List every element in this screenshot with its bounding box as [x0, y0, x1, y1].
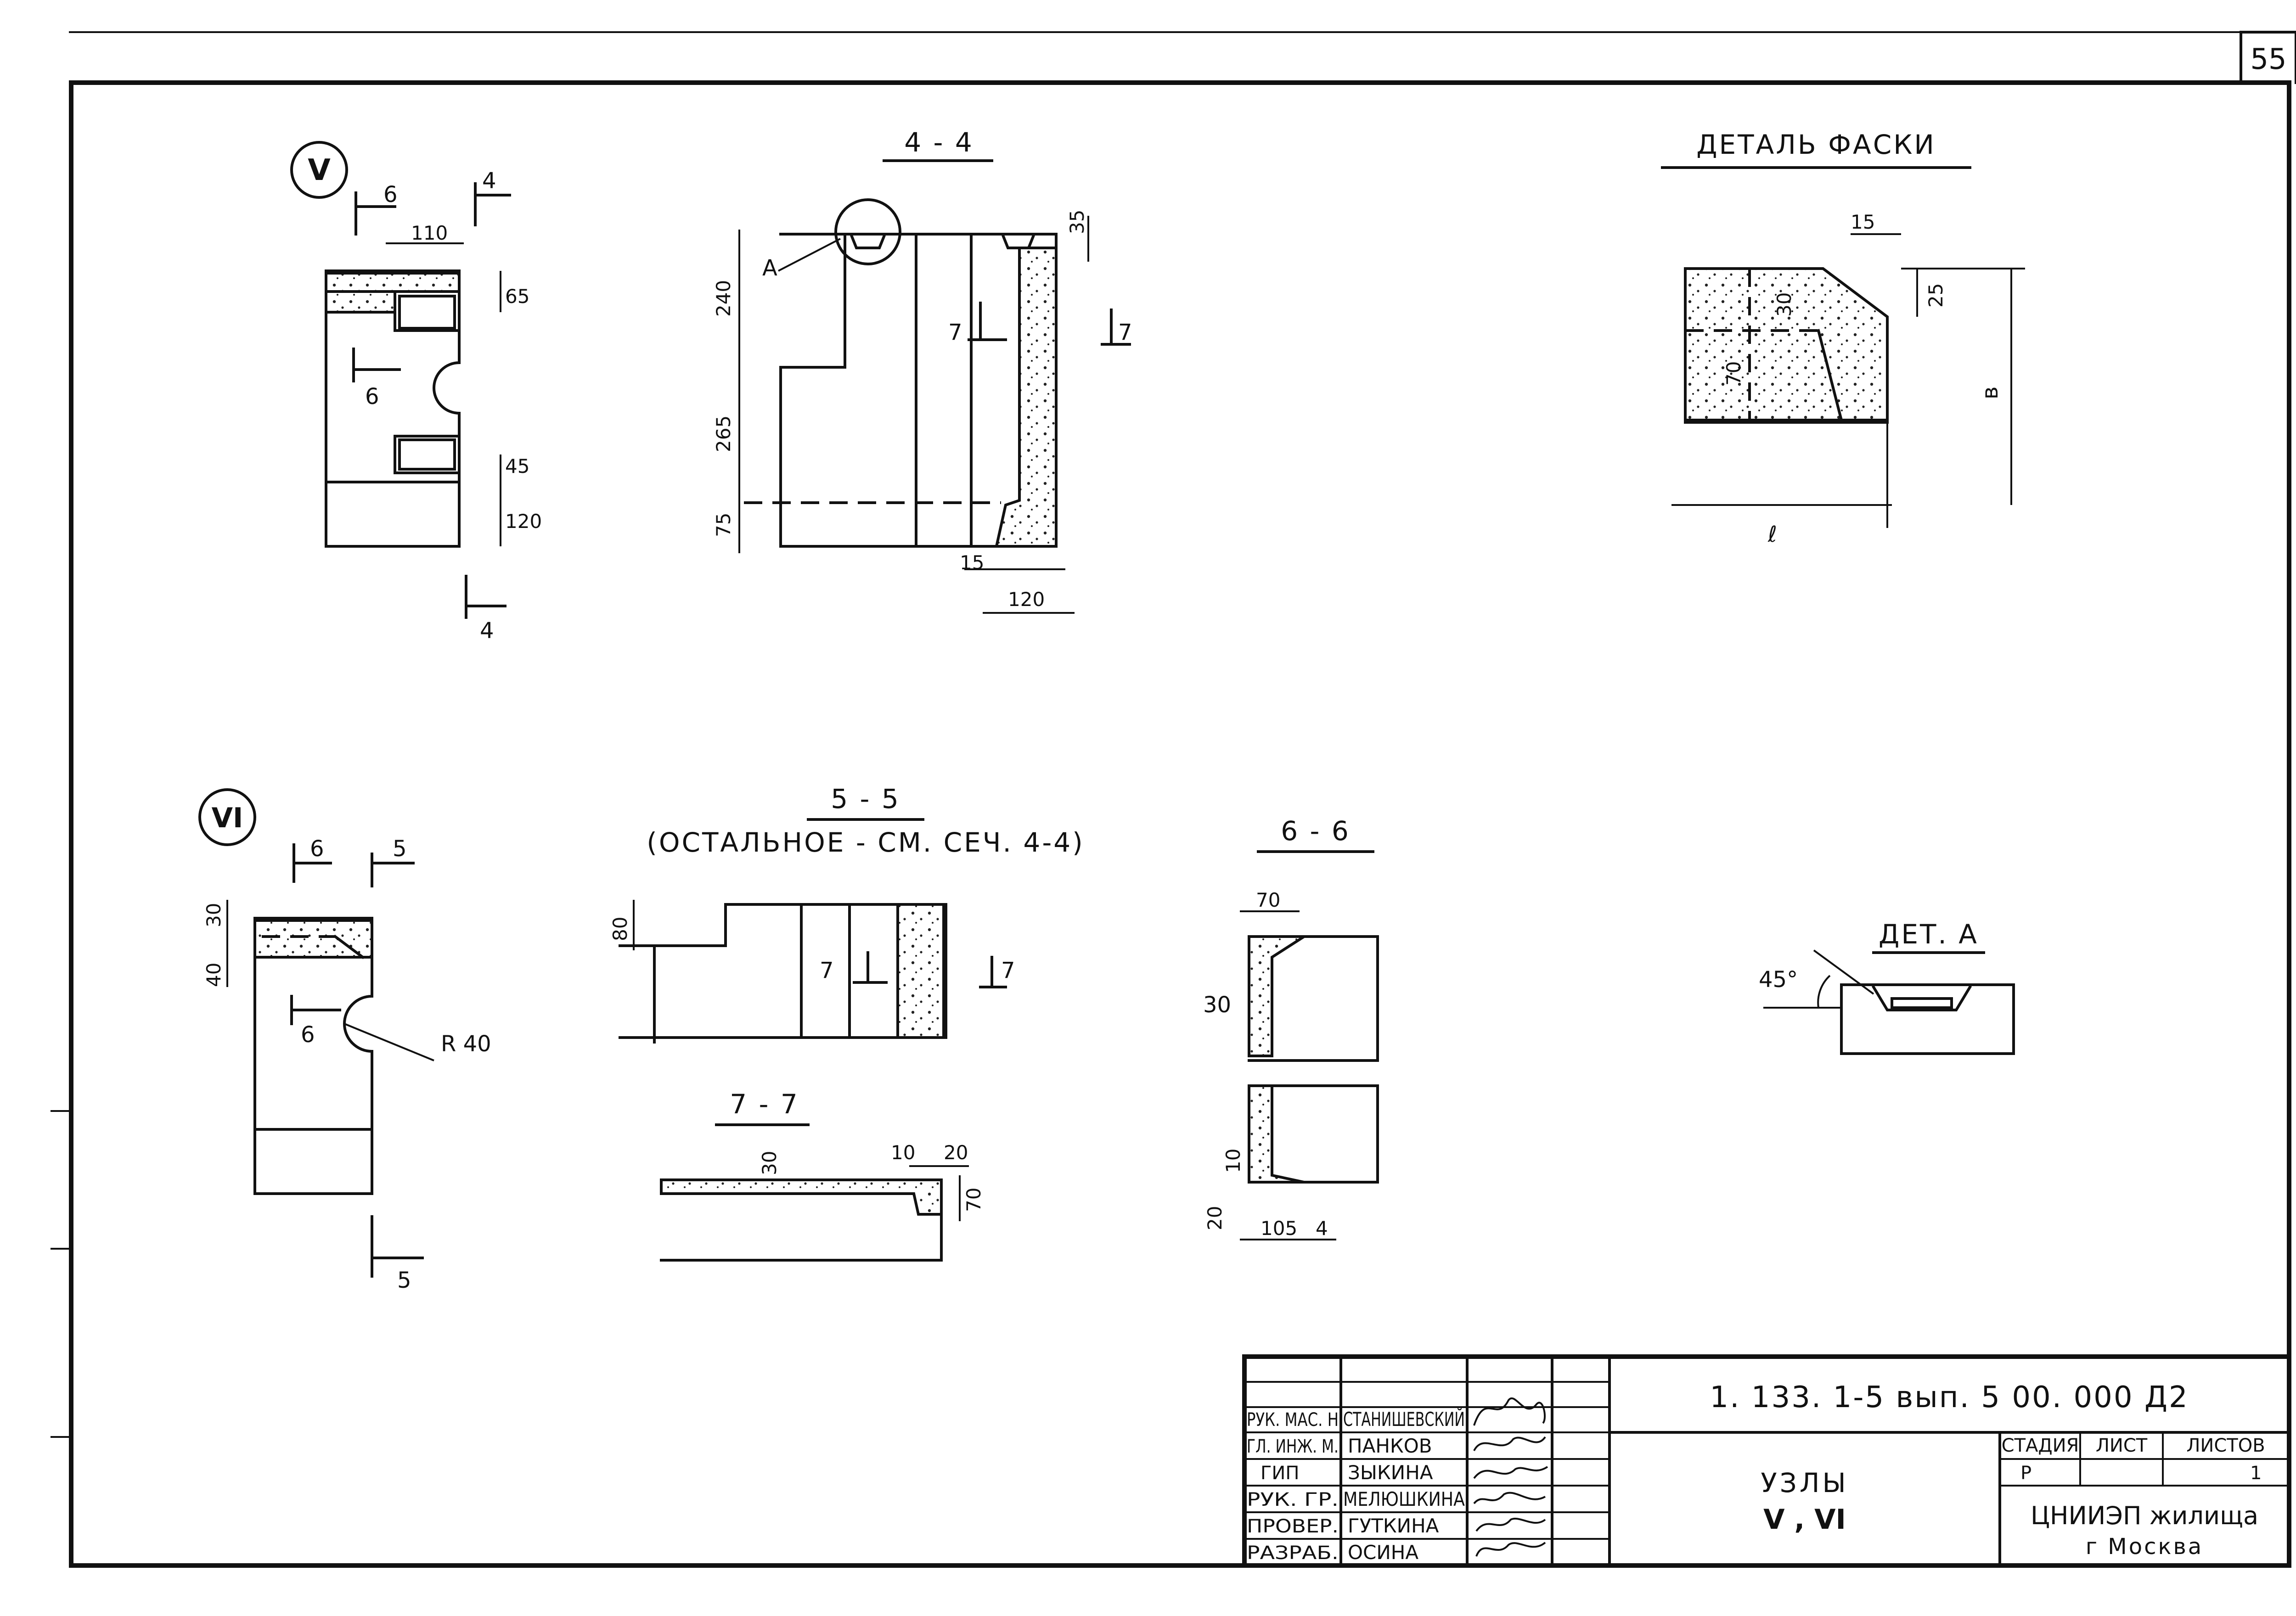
section-4-4: 4 - 4 А 7 7 240 265 75 35 15 120 [712, 127, 1132, 614]
detail-chamfer-label-l: ℓ [1767, 522, 1777, 547]
node-vi: VI 6 5 R 40 6 5 30 40 [198, 788, 491, 1293]
section-5-5-dim-80: 80 [609, 917, 631, 941]
stamp-role-4: ПРОВЕР. [1247, 1516, 1339, 1537]
stamp-name-3: МЕЛЮШКИНА [1343, 1488, 1465, 1510]
stamp-name-0: СТАНИШЕВСКИЙ [1343, 1408, 1465, 1431]
section-6-6-dim-30: 30 [1203, 992, 1231, 1018]
stamp-role-3: РУК. ГР. [1247, 1489, 1339, 1510]
detail-chamfer-dim-25: 25 [1925, 283, 1947, 308]
detail-chamfer-label-b: в [1977, 387, 2003, 399]
stamp-name-5: ОСИНА [1348, 1541, 1418, 1564]
node-vi-cut6-top: 6 [310, 836, 324, 862]
section-5-5: 5 - 5 (ОСТАЛЬНОЕ - СМ. СЕЧ. 4-4) 80 7 7 [609, 783, 1085, 1044]
stamp-role-2: ГИП [1261, 1463, 1299, 1484]
detail-a: ДЕТ. А 45° [1759, 919, 2015, 1055]
node-vi-cut5-bottom: 5 [397, 1268, 411, 1293]
node-v-dim-65: 65 [505, 285, 529, 308]
detail-chamfer-dim-15: 15 [1851, 211, 1875, 233]
title-block-stage-value: Р [2020, 1463, 2032, 1484]
node-v-marker: V [308, 153, 331, 187]
node-v: V 6 4 110 65 45 120 6 4 [290, 141, 542, 644]
section-7-7-dim-10: 10 [891, 1141, 915, 1164]
title-block-stage-header: СТАДИЯ [2002, 1435, 2079, 1456]
section-4-4-dim-75: 75 [712, 513, 735, 537]
section-5-5-title: 5 - 5 [831, 783, 900, 814]
section-5-5-subtitle: (ОСТАЛЬНОЕ - СМ. СЕЧ. 4-4) [647, 827, 1085, 858]
section-4-4-dim-240: 240 [712, 280, 735, 317]
section-4-4-callout-a: А [762, 255, 777, 281]
stamp-name-1: ПАНКОВ [1348, 1435, 1432, 1457]
section-6-6-dim-105: 105 [1261, 1217, 1297, 1240]
section-6-6-dim-10: 10 [1222, 1149, 1244, 1173]
section-5-5-cut7-left: 7 [820, 958, 834, 983]
node-vi-cut6-mid: 6 [301, 1022, 315, 1048]
node-vi-radius: R 40 [441, 1031, 491, 1057]
detail-chamfer: ДЕТАЛЬ ФАСКИ ℓ 15 25 в 30 70 [1661, 129, 2025, 547]
section-7-7: 7 - 7 30 10 20 70 [660, 1089, 985, 1262]
signature-1 [1473, 1436, 1546, 1451]
node-vi-dim-40: 40 [203, 963, 225, 987]
section-6-6: 6 - 6 70 30 10 20 105 4 [1203, 815, 1379, 1240]
detail-chamfer-title: ДЕТАЛЬ ФАСКИ [1696, 129, 1936, 160]
title-block-org-line1: ЦНИИЭП жилища [2031, 1501, 2258, 1530]
section-7-7-title: 7 - 7 [730, 1089, 799, 1120]
stamp-name-4: ГУТКИНА [1348, 1515, 1439, 1537]
node-vi-marker: VI [212, 802, 243, 834]
node-v-cut4-top: 4 [482, 168, 496, 194]
signature-0 [1473, 1397, 1546, 1426]
detail-a-title: ДЕТ. А [1879, 919, 1979, 950]
stamp-role-5: РАЗРАБ. [1247, 1543, 1339, 1564]
detail-a-angle: 45° [1759, 967, 1798, 993]
node-v-dim-110: 110 [411, 222, 448, 244]
section-4-4-cut7-right: 7 [1118, 320, 1132, 345]
section-5-5-cut7-right: 7 [1001, 958, 1015, 983]
section-6-6-dim-20: 20 [1204, 1206, 1226, 1230]
node-v-cut4-bottom: 4 [480, 618, 494, 644]
title-block-sheets-header: ЛИСТОВ [2186, 1435, 2265, 1456]
signature-2 [1473, 1466, 1548, 1479]
node-vi-dim-30: 30 [203, 903, 225, 927]
detail-chamfer-dim-70: 70 [1722, 361, 1745, 386]
title-block-org-line2: г Москва [2086, 1534, 2203, 1560]
title-block-sheet-header: ЛИСТ [2096, 1435, 2148, 1456]
section-4-4-dim-15: 15 [960, 551, 984, 574]
section-4-4-cut7-left: 7 [948, 320, 962, 345]
section-6-6-dim-70: 70 [1256, 889, 1280, 911]
stamp-role-0: РУК. МАС. Н [1247, 1409, 1339, 1431]
detail-chamfer-dim-30: 30 [1773, 292, 1795, 317]
signature-5 [1475, 1542, 1546, 1557]
section-4-4-dim-120: 120 [1008, 588, 1045, 611]
title-block: 1. 133. 1-5 вып. 5 00. 000 Д2 УЗЛЫ V , V… [1242, 1354, 2291, 1568]
section-4-4-dim-35: 35 [1066, 210, 1088, 234]
title-block-name-line1: УЗЛЫ [1761, 1467, 1848, 1498]
node-vi-cut5-top: 5 [393, 836, 407, 862]
section-6-6-dim-4: 4 [1316, 1217, 1328, 1240]
sheet-number: 55 [2251, 42, 2287, 76]
signature-3 [1473, 1492, 1546, 1504]
node-v-dim-45: 45 [505, 455, 529, 477]
stamp-role-1: ГЛ. ИНЖ. М. [1247, 1436, 1339, 1457]
title-block-code: 1. 133. 1-5 вып. 5 00. 000 Д2 [1710, 1380, 2189, 1414]
drawing-frame [51, 31, 2296, 1568]
node-v-cut6-top: 6 [383, 182, 398, 208]
title-block-sheets-value: 1 [2250, 1463, 2262, 1484]
section-7-7-dim-20: 20 [944, 1141, 968, 1164]
signature-4 [1475, 1518, 1546, 1532]
section-7-7-dim-70: 70 [962, 1188, 985, 1212]
section-4-4-title: 4 - 4 [904, 127, 974, 158]
node-v-dim-120: 120 [505, 510, 542, 533]
section-6-6-title: 6 - 6 [1281, 815, 1351, 847]
section-4-4-dim-265: 265 [712, 415, 735, 452]
stamp-name-2: ЗЫКИНА [1348, 1461, 1433, 1484]
section-7-7-dim-30: 30 [758, 1151, 781, 1175]
node-v-cut6-mid: 6 [365, 384, 379, 410]
title-block-name-line2: V , VI [1763, 1504, 1846, 1536]
